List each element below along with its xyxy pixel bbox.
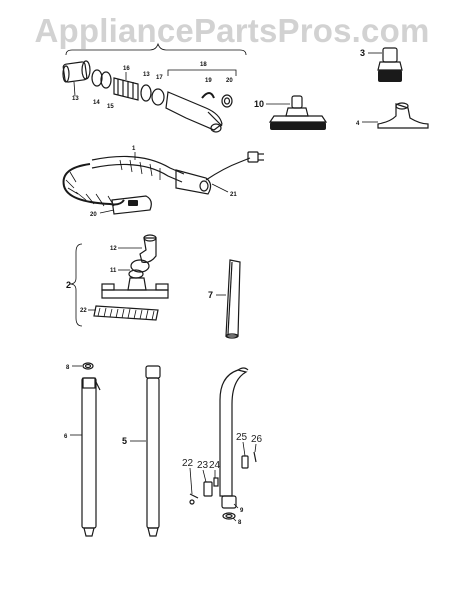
label-13: 13 [72, 96, 79, 102]
label-23: 23 [197, 460, 209, 471]
label-12: 12 [110, 246, 117, 252]
part-3-dusting-brush: 3 [360, 47, 403, 82]
label-19: 19 [205, 78, 212, 84]
part-19-clip [201, 92, 215, 99]
label-10: 10 [254, 99, 264, 109]
part-4-nozzle: 4 [356, 102, 429, 129]
label-3: 3 [360, 48, 365, 58]
part-2-floor-brush-assembly: 2 12 11 22 [66, 234, 169, 327]
label-5: 5 [122, 436, 127, 446]
part-15-ring [100, 71, 112, 89]
watermark-text: AppliancePartsPros.com [34, 12, 429, 49]
label-8b: 8 [238, 520, 242, 526]
label-7: 7 [208, 290, 213, 300]
label-26: 26 [251, 434, 263, 445]
part-14-ring [91, 69, 103, 87]
label-21: 21 [230, 192, 237, 198]
part-20-clip [221, 94, 233, 108]
label-24: 24 [209, 460, 221, 471]
part-7-crevice-tool: 7 [208, 259, 241, 339]
label-6: 6 [64, 434, 68, 440]
curved-wand: 9 8 22 23 24 25 26 [182, 367, 263, 526]
label-11: 11 [110, 268, 117, 274]
part-1-hose: 1 20 21 [62, 146, 264, 218]
part-16-coupler [113, 77, 139, 101]
part-10-upholstery-brush: 10 [254, 95, 328, 130]
label-1: 1 [132, 146, 136, 152]
label-2: 2 [66, 280, 71, 290]
label-20b: 20 [90, 212, 97, 218]
label-17: 17 [156, 75, 163, 81]
part-ring-a [140, 84, 152, 102]
label-4: 4 [356, 121, 360, 127]
part-13-connector [62, 60, 91, 83]
hose-end-assembly: 13 14 15 16 13 17 18 19 20 [62, 42, 247, 133]
label-9: 9 [240, 508, 244, 514]
label-22a: 22 [80, 308, 87, 314]
label-20a: 20 [226, 78, 233, 84]
label-16: 16 [123, 66, 130, 72]
label-14: 14 [93, 100, 100, 106]
part-17-ring [151, 88, 165, 106]
label-13b: 13 [143, 72, 150, 78]
label-15: 15 [107, 104, 114, 110]
part-5-wand: 5 [122, 365, 161, 537]
label-8a: 8 [66, 365, 70, 371]
part-6-wand: 8 6 [64, 362, 101, 537]
label-18: 18 [200, 62, 207, 68]
hose-handle [165, 91, 223, 133]
label-25: 25 [236, 432, 248, 443]
label-22b: 22 [182, 458, 194, 469]
